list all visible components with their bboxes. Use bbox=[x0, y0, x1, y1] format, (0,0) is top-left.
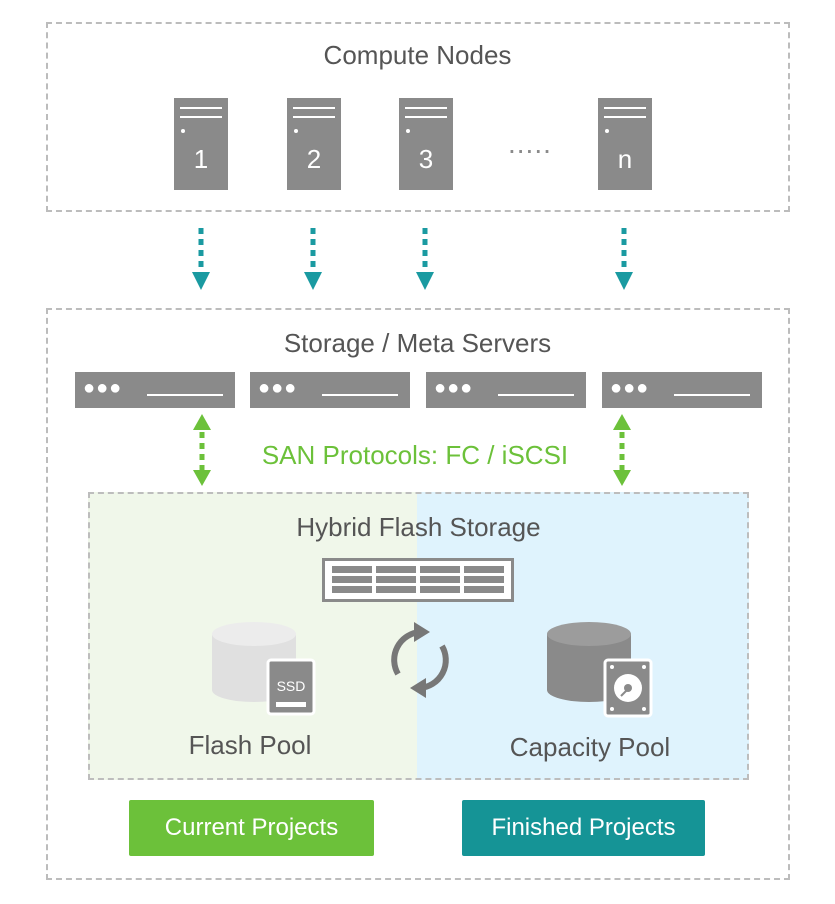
compute-nodes-title: Compute Nodes bbox=[323, 40, 512, 70]
compute-nodes-group bbox=[46, 22, 790, 212]
server-icon: n bbox=[598, 98, 652, 190]
hdd-icon bbox=[603, 658, 653, 718]
san-protocols-label: SAN Protocols: FC / iSCSI bbox=[261, 440, 569, 470]
server-icon: 3 bbox=[399, 98, 453, 190]
hybrid-flash-storage-group bbox=[88, 492, 749, 780]
san-arrows bbox=[193, 414, 631, 486]
ssd-label: SSD bbox=[277, 678, 306, 694]
hybrid-storage-title: Hybrid Flash Storage bbox=[296, 512, 541, 542]
ellipsis: ..... bbox=[508, 128, 552, 159]
server-icon: 2 bbox=[287, 98, 341, 190]
capacity-pool-label: Capacity Pool bbox=[509, 732, 671, 762]
rack-server-icon: ●●● bbox=[75, 372, 235, 408]
server-icon: 1 bbox=[174, 98, 228, 190]
storage-group bbox=[46, 308, 790, 880]
compute-node-label: 3 bbox=[418, 144, 434, 174]
current-projects-button[interactable]: Current Projects bbox=[129, 800, 374, 856]
storage-array-icon bbox=[322, 558, 514, 602]
dotted-double-arrow-icon bbox=[613, 414, 631, 430]
sync-icon bbox=[391, 622, 449, 698]
rack-server-icon: ●●● bbox=[250, 372, 410, 408]
flash-pool-label: Flash Pool bbox=[188, 730, 312, 760]
dotted-double-arrow-icon bbox=[193, 414, 211, 430]
ssd-icon: SSD bbox=[266, 658, 316, 716]
compute-node-label: 2 bbox=[306, 144, 322, 174]
rack-server-icon: ●●● bbox=[602, 372, 762, 408]
finished-projects-button[interactable]: Finished Projects bbox=[462, 800, 705, 856]
compute-node-label: n bbox=[617, 144, 633, 174]
storage-title: Storage / Meta Servers bbox=[283, 328, 552, 358]
rack-server-icon: ●●● bbox=[426, 372, 586, 408]
compute-storage-arrows bbox=[192, 228, 633, 290]
compute-node-label: 1 bbox=[193, 144, 209, 174]
